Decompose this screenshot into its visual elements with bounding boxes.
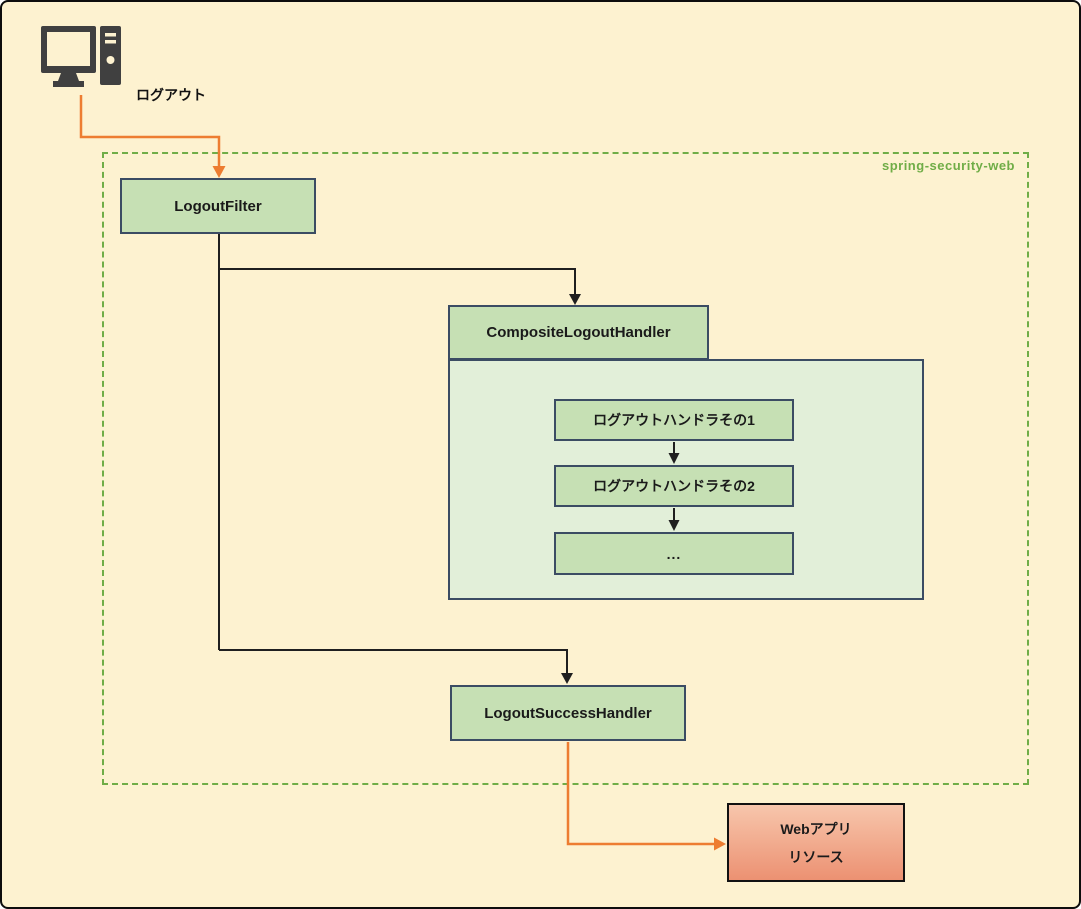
node-logout-handler-2: ログアウトハンドラその2: [554, 465, 794, 507]
node-web-app-resource-line1: Webアプリ: [780, 820, 852, 837]
node-logout-filter-label: LogoutFilter: [174, 197, 262, 215]
desktop-computer-icon: [40, 24, 122, 90]
node-web-app-resource-line2: リソース: [788, 848, 844, 865]
node-composite-logout-handler: CompositeLogoutHandler: [448, 305, 709, 360]
spring-security-web-container: spring-security-web: [102, 152, 1029, 785]
node-logout-success-handler: LogoutSuccessHandler: [450, 685, 686, 741]
client-action-label: ログアウト: [136, 87, 206, 103]
node-logout-handler-1: ログアウトハンドラその1: [554, 399, 794, 441]
node-logout-handler-more-label: ...: [666, 545, 682, 562]
node-composite-logout-handler-label: CompositeLogoutHandler: [486, 324, 671, 341]
node-web-app-resource: Webアプリ リソース: [727, 803, 905, 882]
node-logout-handler-1-label: ログアウトハンドラその1: [593, 412, 755, 428]
node-logout-success-handler-label: LogoutSuccessHandler: [484, 704, 652, 722]
container-label: spring-security-web: [881, 158, 1015, 173]
node-logout-filter: LogoutFilter: [120, 178, 316, 234]
node-logout-handler-more: ...: [554, 532, 794, 575]
node-logout-handler-2-label: ログアウトハンドラその2: [593, 478, 755, 494]
